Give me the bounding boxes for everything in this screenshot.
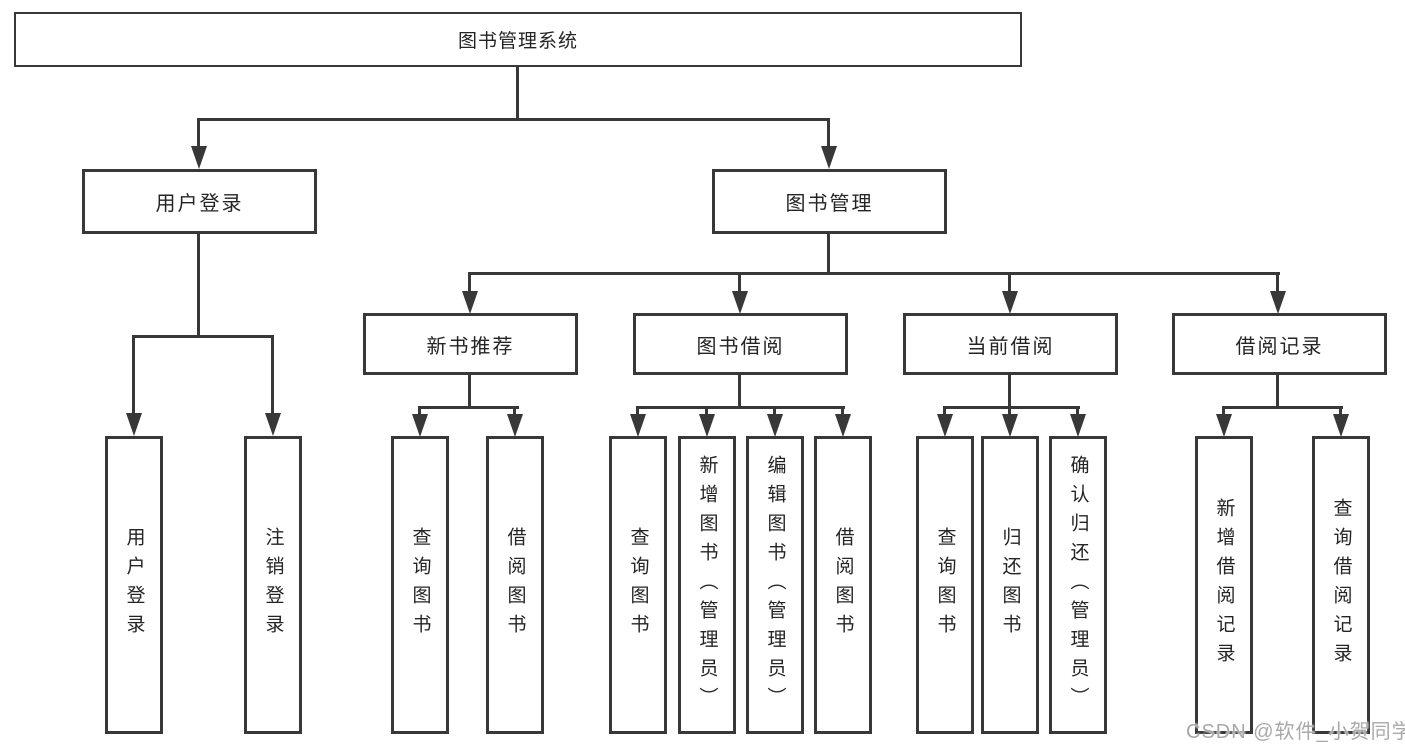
arrow-down-icon — [821, 146, 837, 169]
node-book-management: 图书管理 — [712, 169, 947, 234]
arrow-down-icon — [732, 291, 748, 314]
connector-stem — [1076, 406, 1079, 419]
arrow-down-icon — [462, 291, 478, 314]
leaf-label: 借阅图书 — [832, 527, 854, 643]
node-book-management-label: 图书管理 — [785, 193, 874, 215]
arrow-down-icon — [630, 414, 646, 437]
leaf-label: 新增图书（管理员） — [696, 454, 718, 716]
arrow-down-icon — [507, 414, 523, 437]
connector-userlogin-substub — [197, 234, 200, 338]
leaf-confirm-return-admin: 确认归还（管理员） — [1049, 436, 1107, 734]
connector-substub — [468, 375, 471, 409]
leaf-label: 新增借阅记录 — [1213, 498, 1235, 672]
node-new-book-recommend-label: 新书推荐 — [426, 335, 515, 358]
leaf-label: 借阅图书 — [504, 527, 526, 643]
leaf-label: 编辑图书（管理员） — [764, 454, 786, 716]
node-user-login-label: 用户登录 — [155, 193, 244, 215]
leaf-label: 查询图书 — [934, 527, 956, 643]
connector-userlogin-stem — [197, 118, 200, 148]
arrow-down-icon — [1270, 291, 1286, 314]
connector-bookmgmt-substub — [827, 234, 830, 275]
arrow-down-icon — [835, 414, 851, 437]
node-book-borrow: 图书借阅 — [633, 313, 848, 375]
leaf-borrow-book-recommend: 借阅图书 — [486, 436, 544, 734]
connector-rail — [943, 406, 1080, 409]
arrow-down-icon — [1002, 414, 1018, 437]
leaf-label: 归还图书 — [999, 527, 1021, 643]
connector-stem — [738, 272, 741, 296]
connector-substub — [1008, 375, 1011, 409]
arrow-down-icon — [767, 414, 783, 437]
connector-stem — [468, 272, 471, 296]
connector-stem — [841, 406, 844, 419]
arrow-down-icon — [1070, 414, 1086, 437]
connector-stem — [636, 406, 639, 419]
leaf-add-book-admin: 新增图书（管理员） — [678, 436, 736, 734]
connector-stem — [418, 406, 421, 419]
leaf-label: 查询借阅记录 — [1330, 498, 1352, 672]
connector-stem — [943, 406, 946, 419]
leaf-borrow-book: 借阅图书 — [814, 436, 872, 734]
connector-substub — [738, 375, 741, 409]
node-library-system: 图书管理系统 — [14, 12, 1022, 67]
arrow-down-icon — [191, 146, 207, 169]
leaf-user-login: 用户登录 — [105, 436, 163, 734]
leaf-label: 用户登录 — [123, 527, 145, 643]
arrow-down-icon — [1002, 291, 1018, 314]
leaf-query-current: 查询图书 — [916, 436, 974, 734]
leaf-label: 查询图书 — [409, 527, 431, 643]
arrow-down-icon — [126, 413, 142, 436]
connector-level3-rail — [468, 272, 1280, 275]
connector-stem — [705, 406, 708, 419]
node-new-book-recommend: 新书推荐 — [363, 313, 578, 375]
arrow-down-icon — [1333, 414, 1349, 437]
connector-stem — [1339, 406, 1342, 419]
leaf-return-book: 归还图书 — [981, 436, 1039, 734]
leaf-label: 注销登录 — [262, 527, 284, 643]
leaf-label: 确认归还（管理员） — [1067, 454, 1089, 716]
leaf-add-borrow-record: 新增借阅记录 — [1195, 436, 1253, 734]
leaf-query-borrow-record: 查询借阅记录 — [1312, 436, 1370, 734]
connector-level2-rail — [197, 118, 830, 121]
leaf-edit-book-admin: 编辑图书（管理员） — [746, 436, 804, 734]
connector-rail — [418, 406, 519, 409]
node-borrow-record: 借阅记录 — [1172, 313, 1387, 375]
connector-rail — [1222, 406, 1343, 409]
connector-bookmgmt-stem — [827, 118, 830, 148]
csdn-watermark: CSDN @软件_小贺同学 — [1186, 721, 1405, 743]
leaf-query-book: 查询图书 — [609, 436, 667, 734]
connector-stem — [1222, 406, 1225, 419]
leaf-logout: 注销登录 — [244, 436, 302, 734]
node-book-borrow-label: 图书借阅 — [696, 335, 785, 358]
connector-rail — [636, 406, 845, 409]
connector-stem — [1276, 272, 1279, 296]
node-current-borrow: 当前借阅 — [903, 313, 1118, 375]
connector-stem — [773, 406, 776, 419]
node-borrow-record-label: 借阅记录 — [1235, 335, 1324, 358]
connector-stem — [271, 335, 274, 415]
connector-substub — [1276, 375, 1279, 409]
arrow-down-icon — [699, 414, 715, 437]
node-user-login: 用户登录 — [82, 169, 317, 234]
node-current-borrow-label: 当前借阅 — [966, 335, 1055, 358]
connector-root-stub — [516, 67, 519, 118]
node-library-system-label: 图书管理系统 — [457, 31, 578, 52]
connector-stem — [513, 406, 516, 419]
connector-userlogin-rail — [132, 335, 274, 338]
arrow-down-icon — [1216, 414, 1232, 437]
leaf-label: 查询图书 — [627, 527, 649, 643]
connector-stem — [1008, 406, 1011, 419]
connector-stem — [1008, 272, 1011, 296]
arrow-down-icon — [937, 414, 953, 437]
leaf-query-book-recommend: 查询图书 — [391, 436, 449, 734]
connector-stem — [132, 335, 135, 415]
arrow-down-icon — [265, 413, 281, 436]
arrow-down-icon — [412, 414, 428, 437]
